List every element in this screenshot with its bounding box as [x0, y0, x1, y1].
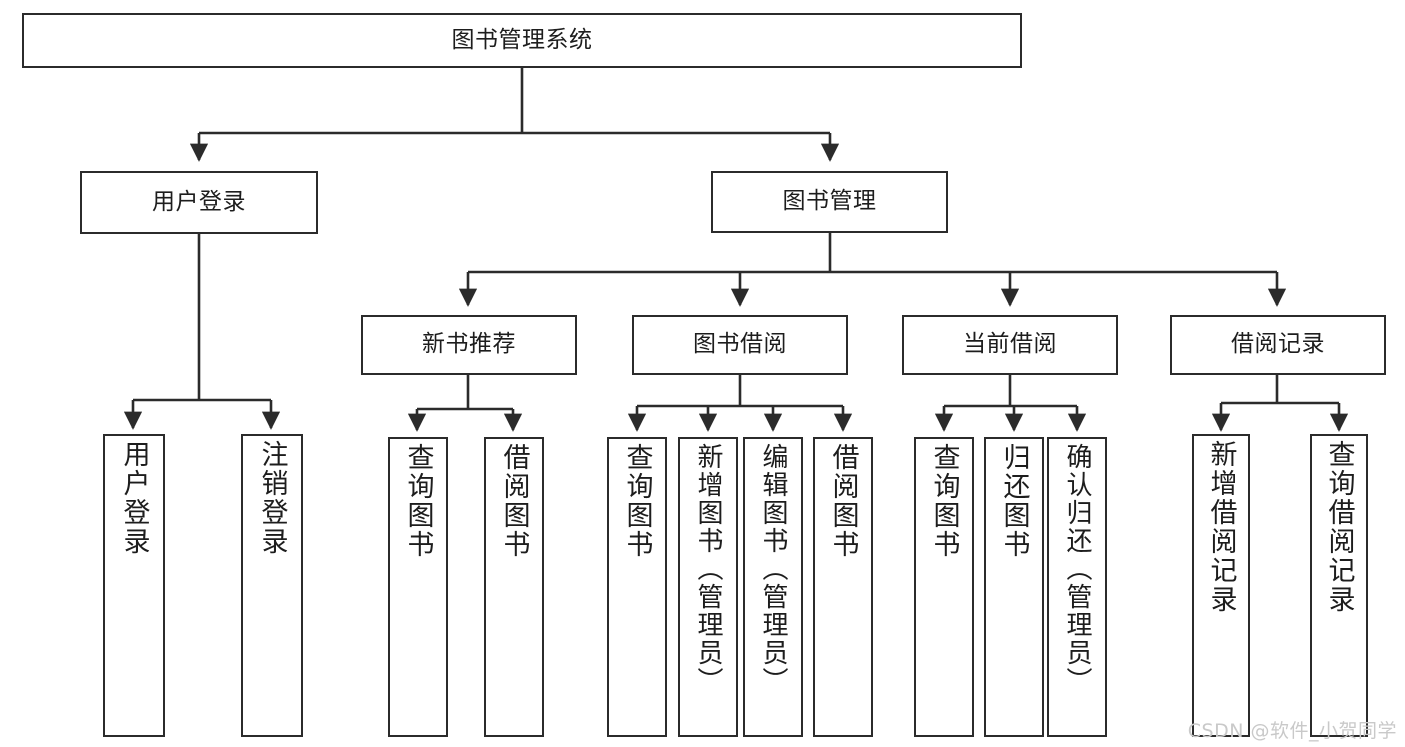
leaf-borrow-book[interactable]: 借阅图书 — [813, 437, 873, 737]
leaf-add-borrow-record[interactable]: 新增借阅记录 — [1192, 434, 1250, 737]
leaf-add-borrow-record-label: 新增借阅记录 — [1205, 440, 1237, 614]
node-book-borrow-label: 图书借阅 — [693, 331, 787, 358]
leaf-edit-book-admin-label: 编辑图书（管理员） — [758, 443, 788, 695]
leaf-query-book-recommend-label: 查询图书 — [402, 443, 434, 559]
leaf-confirm-return-admin[interactable]: 确认归还（管理员） — [1047, 437, 1107, 737]
node-current-borrow[interactable]: 当前借阅 — [902, 315, 1118, 375]
leaf-add-book-admin[interactable]: 新增图书（管理员） — [678, 437, 738, 737]
leaf-return-book[interactable]: 归还图书 — [984, 437, 1044, 737]
leaf-query-book-borrow[interactable]: 查询图书 — [607, 437, 667, 737]
node-current-borrow-label: 当前借阅 — [963, 331, 1057, 358]
leaf-confirm-return-admin-label: 确认归还（管理员） — [1062, 443, 1092, 695]
leaf-query-borrow-record-label: 查询借阅记录 — [1323, 440, 1355, 614]
leaf-query-book-borrow-label: 查询图书 — [621, 443, 653, 559]
node-root[interactable]: 图书管理系统 — [22, 13, 1022, 68]
node-borrow-record[interactable]: 借阅记录 — [1170, 315, 1386, 375]
node-root-label: 图书管理系统 — [451, 26, 593, 53]
leaf-query-book-current[interactable]: 查询图书 — [914, 437, 974, 737]
node-book-management-label: 图书管理 — [782, 188, 877, 215]
leaf-query-borrow-record[interactable]: 查询借阅记录 — [1310, 434, 1368, 737]
watermark: CSDN @软件_小贺同学 — [1187, 720, 1397, 742]
leaf-query-book-recommend[interactable]: 查询图书 — [388, 437, 448, 737]
leaf-add-book-admin-label: 新增图书（管理员） — [693, 443, 723, 695]
leaf-borrow-book-label: 借阅图书 — [827, 443, 859, 559]
node-user-login[interactable]: 用户登录 — [80, 171, 318, 234]
leaf-user-login-label: 用户登录 — [118, 440, 150, 556]
leaf-user-login[interactable]: 用户登录 — [103, 434, 165, 737]
leaf-logout[interactable]: 注销登录 — [241, 434, 303, 737]
node-user-login-label: 用户登录 — [152, 188, 246, 215]
node-new-book-recommend-label: 新书推荐 — [422, 331, 516, 358]
leaf-query-book-current-label: 查询图书 — [928, 443, 960, 559]
node-book-borrow[interactable]: 图书借阅 — [632, 315, 848, 375]
node-new-book-recommend[interactable]: 新书推荐 — [361, 315, 577, 375]
leaf-borrow-book-recommend-label: 借阅图书 — [498, 443, 530, 559]
leaf-logout-label: 注销登录 — [256, 440, 288, 556]
leaf-borrow-book-recommend[interactable]: 借阅图书 — [484, 437, 544, 737]
node-borrow-record-label: 借阅记录 — [1231, 331, 1325, 358]
node-book-management[interactable]: 图书管理 — [711, 171, 948, 233]
leaf-edit-book-admin[interactable]: 编辑图书（管理员） — [743, 437, 803, 737]
leaf-return-book-label: 归还图书 — [998, 443, 1030, 559]
